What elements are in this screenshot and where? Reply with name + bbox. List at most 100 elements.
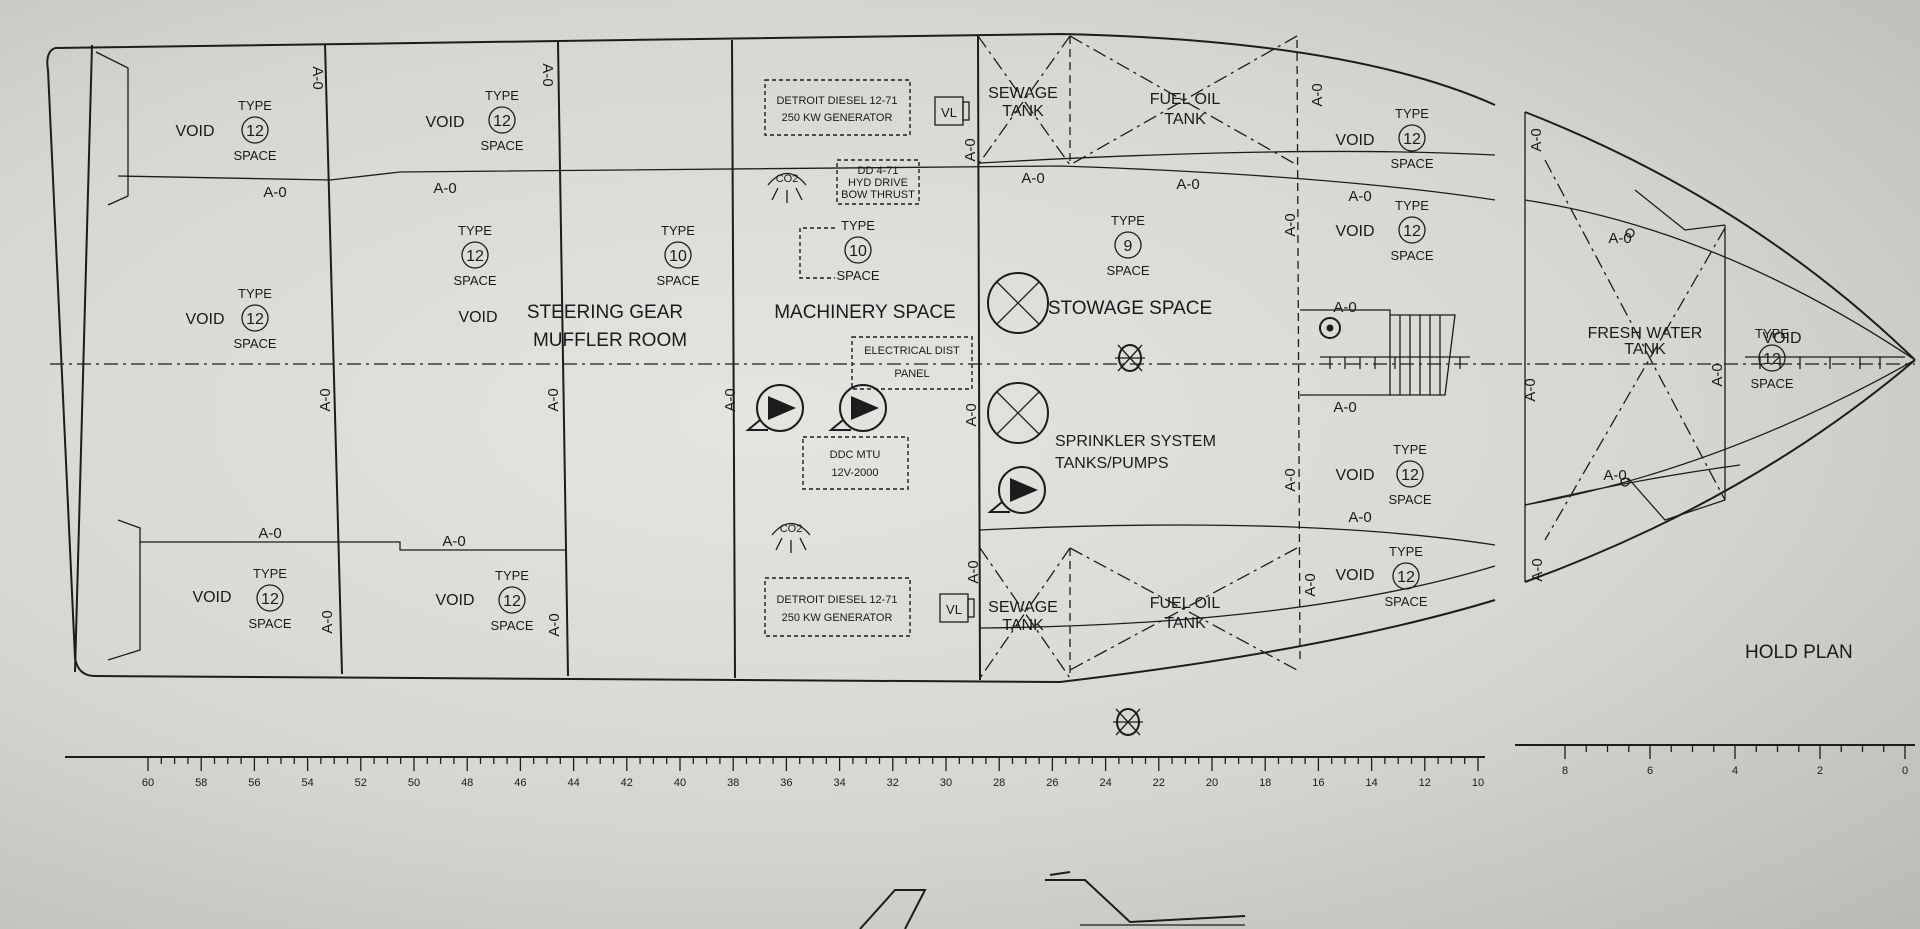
sewage-tank-bottom-label: SEWAGE [988,599,1058,616]
pump-left-icon [745,384,804,432]
ruler-tick-label: 26 [1046,777,1058,789]
space-label: SPACE [480,138,523,153]
sprinkler-system-label: SPRINKLER SYSTEM [1055,433,1216,450]
type-space-symbols: TYPE12SPACETYPE12SPACETYPE12SPACETYPE12S… [233,88,1793,633]
type-number: 12 [246,123,264,140]
sewage-tank-top-label: SEWAGE [988,85,1058,102]
space-label: SPACE [233,148,276,163]
profile-silhouette [859,871,1246,929]
type-number: 10 [669,248,687,265]
a0-label: A-0 [1603,467,1626,484]
ruler-tick-label: 30 [940,777,952,789]
ruler-tick-label: 40 [674,777,686,789]
void-label: VOID [1335,467,1374,484]
space-label: SPACE [233,336,276,351]
ruler-tick-label: 18 [1259,777,1271,789]
type-label: TYPE [1395,106,1429,121]
type-number: 12 [466,248,484,265]
space-label: SPACE [248,616,291,631]
svg-text:CO2: CO2 [776,173,799,185]
space-label: SPACE [1390,248,1433,263]
co2-bottle-bottom-icon: CO2 [771,522,811,553]
generator-bottom: DETROIT DIESEL 12-71 250 KW GENERATOR [764,577,911,637]
a0-label: A-0 [1282,213,1299,236]
type-number: 12 [246,311,264,328]
ruler-tick-label: 10 [1472,777,1484,789]
void-label: VOID [1335,567,1374,584]
ruler-tick-label: 24 [1099,777,1111,789]
type-label: TYPE [841,218,875,233]
a0-label: A-0 [1302,573,1319,596]
space-label: SPACE [836,268,879,283]
bow-thruster: DD 4-71 HYD DRIVE BOW THRUST [836,159,920,205]
fuel-oil-tank-top-label-2: TANK [1164,111,1206,128]
type-label: TYPE [485,88,519,103]
type-label: TYPE [1393,442,1427,457]
generator-top: DETROIT DIESEL 12-71 250 KW GENERATOR [764,79,911,136]
type-label: TYPE [1755,326,1789,341]
ruler-tick-label: 54 [301,777,313,789]
a0-label: A-0 [539,63,556,86]
ruler-tick-label: 16 [1312,777,1324,789]
ruler-tick-label: 22 [1153,777,1165,789]
svg-text:VL: VL [941,105,957,120]
space-label: SPACE [1390,156,1433,171]
type-number-circle [256,584,284,612]
ruler-tick-label: 4 [1732,765,1738,777]
ruler-tick-label: 42 [621,777,633,789]
type-number-circle [1114,231,1142,259]
type-label: TYPE [238,98,272,113]
svg-text:DETROIT DIESEL 12-71: DETROIT DIESEL 12-71 [776,594,897,606]
type-number: 12 [1403,131,1421,148]
ruler-tick-label: 28 [993,777,1005,789]
type-number: 12 [1397,569,1415,586]
svg-text:12V-2000: 12V-2000 [831,467,878,479]
stair-block [1300,309,1456,396]
type-number-circle [1758,344,1786,372]
a0-label: A-0 [258,525,281,542]
type-number-circle [1398,124,1426,152]
a0-label: A-0 [722,388,739,411]
svg-text:DDC MTU: DDC MTU [830,449,881,461]
space-label: SPACE [1388,492,1431,507]
sewage-tank-top-label-2: TANK [1002,103,1044,120]
svg-text:HYD DRIVE: HYD DRIVE [848,177,908,189]
ruler-tick-label: 8 [1562,765,1568,777]
type-label: TYPE [495,568,529,583]
a0-label: A-0 [545,388,562,411]
sewage-tank-bottom-label-2: TANK [1002,617,1044,634]
void-label: VOID [435,592,474,609]
a0-label: A-0 [1021,170,1044,187]
void-label: VOID [175,123,214,140]
svg-text:PANEL: PANEL [894,368,929,380]
svg-text:250 KW GENERATOR: 250 KW GENERATOR [782,112,893,124]
ruler-tick-label: 2 [1817,765,1823,777]
a0-label: A-0 [1282,468,1299,491]
svg-text:BOW THRUST: BOW THRUST [841,189,915,201]
machinery-space-label: MACHINERY SPACE [774,302,956,323]
stowage-space-label: STOWAGE SPACE [1048,298,1212,319]
a0-label: A-0 [1608,230,1631,247]
space-label: SPACE [490,618,533,633]
pump-right-icon [828,384,887,432]
ruler-tick-label: 12 [1419,777,1431,789]
electrical-distribution-panel: ELECTRICAL DIST PANEL [851,336,973,390]
void-label: VOID [1762,330,1801,347]
type-number-circle [241,304,269,332]
space-label: SPACE [656,273,699,288]
type-label: TYPE [253,566,287,581]
fuel-oil-tank-bottom-label-2: TANK [1164,615,1206,632]
a0-label: A-0 [1176,176,1199,193]
midship-ruler-symbol-icon [1113,708,1143,736]
type-label: TYPE [1395,198,1429,213]
vl-valve-top: VL [934,96,970,126]
